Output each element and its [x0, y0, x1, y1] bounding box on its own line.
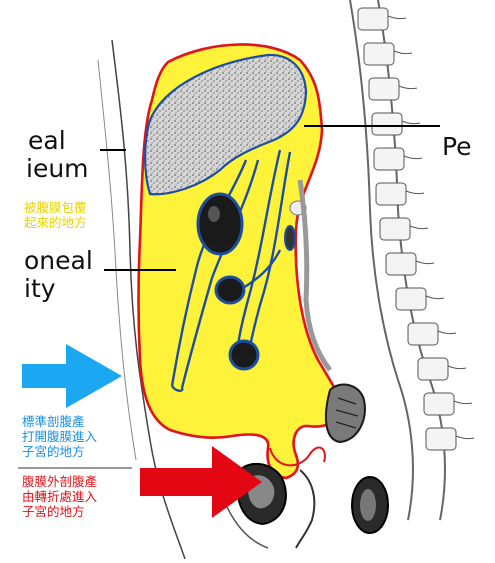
retroperitoneal-band: [297, 179, 332, 372]
small-intestine: [228, 339, 260, 371]
vertebra: [385, 252, 417, 276]
stomach: [196, 192, 244, 256]
label-parietal-2: ieum: [26, 154, 89, 183]
note-yellow: 被腹膜包覆 起來的地方: [24, 200, 87, 230]
peritoneal-fold: [269, 446, 326, 467]
spinous-process: [403, 155, 423, 160]
spinous-process: [447, 365, 467, 370]
label-parietal-1: eal: [28, 126, 66, 155]
vertebra: [368, 77, 400, 101]
vertebra: [407, 322, 439, 346]
vertebra: [425, 427, 457, 451]
transverse-colon: [214, 275, 246, 305]
spinous-process: [405, 190, 425, 195]
vertebra: [395, 287, 427, 311]
spinous-process: [455, 435, 475, 440]
label-cavity-2: ity: [24, 274, 56, 303]
organs: [196, 192, 307, 371]
vertebra: [363, 42, 395, 66]
vertebra: [371, 112, 403, 136]
spinous-process: [437, 330, 457, 335]
vertebra: [379, 217, 411, 241]
spinous-process: [453, 400, 473, 405]
vertebra: [417, 357, 449, 381]
spinous-process: [409, 225, 429, 230]
red-arrow-icon: [140, 446, 262, 518]
spinous-process: [387, 15, 407, 20]
abdominal-wall-outline: [111, 39, 186, 560]
vertebrae: [357, 7, 475, 451]
vertebra: [375, 182, 407, 206]
spinous-process: [401, 120, 421, 125]
rectum: [324, 383, 389, 534]
vertebra: [373, 147, 405, 171]
label-cavity-1: oneal: [24, 246, 93, 275]
spinous-process: [415, 260, 435, 265]
vertebra: [357, 7, 389, 31]
spinous-process: [425, 295, 445, 300]
spinous-process: [393, 50, 413, 55]
vertebra: [423, 392, 455, 416]
liver: [144, 53, 308, 196]
blue-arrow-icon: [22, 344, 122, 408]
label-peritoneum: Pe: [442, 132, 472, 161]
note-blue: 標準剖腹產 打開腹膜進入 子宮的地方: [22, 414, 98, 459]
spinous-process: [398, 85, 418, 90]
note-red: 腹膜外剖腹產 由轉折處進入 子宮的地方: [22, 474, 98, 519]
